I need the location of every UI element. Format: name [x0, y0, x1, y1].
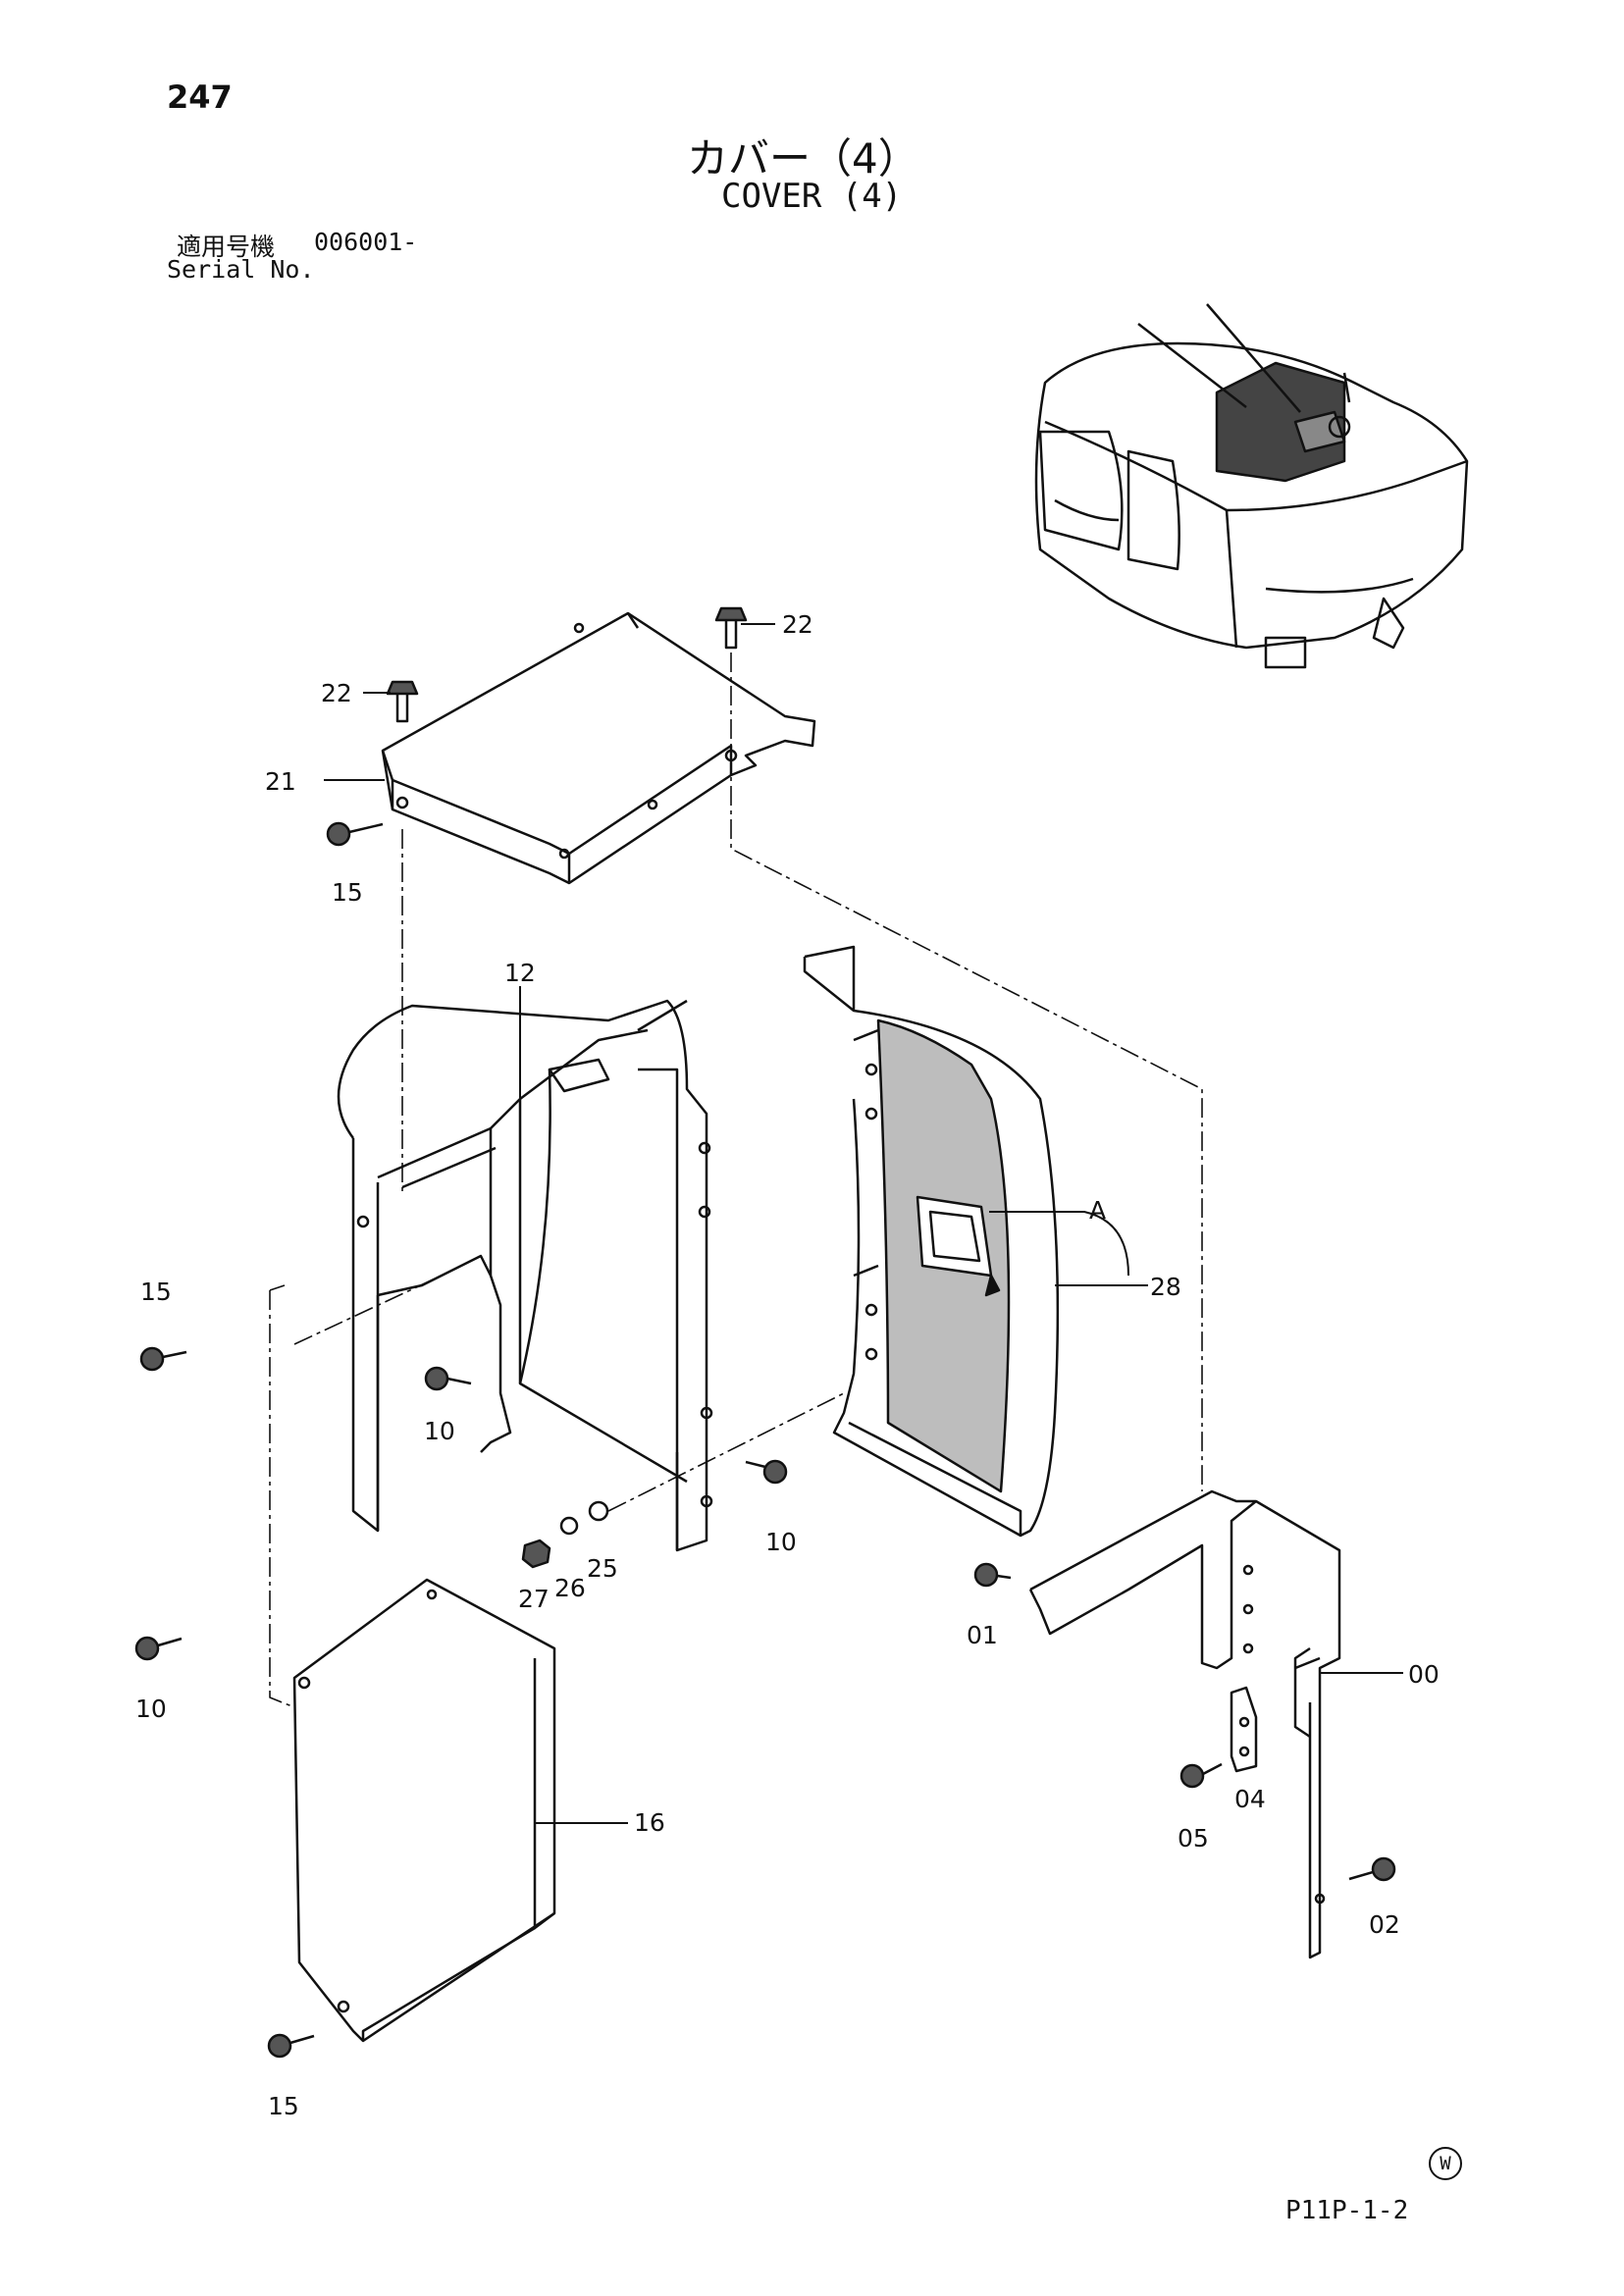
bolt-15-bottom — [267, 2033, 315, 2059]
callout-02: 02 — [1369, 1910, 1400, 1939]
part-28-side-cover — [803, 945, 1060, 1538]
callout-01: 01 — [967, 1621, 998, 1649]
bolt-15-left — [139, 1346, 187, 1372]
callout-16: 16 — [634, 1808, 665, 1837]
bolt-10-frame — [424, 1366, 472, 1391]
callout-15-bottom: 15 — [268, 2092, 299, 2120]
title-english: COVER (4) — [721, 177, 903, 216]
callout-27: 27 — [518, 1585, 550, 1613]
bolt-10-right — [745, 1459, 788, 1485]
callout-15-upper: 15 — [332, 878, 363, 907]
part-21-top-cover-plate — [381, 611, 816, 885]
part-00-bracket — [1028, 1489, 1341, 1959]
serial-number-value: 006001- — [314, 228, 418, 256]
title-japanese: カバー（4） — [687, 134, 919, 183]
callout-04: 04 — [1234, 1785, 1266, 1813]
page-number: 247 — [167, 78, 233, 116]
washer-26 — [559, 1516, 579, 1536]
callout-10-frame: 10 — [424, 1417, 455, 1445]
part-04-clip — [1230, 1686, 1258, 1773]
callout-12: 12 — [504, 959, 536, 987]
callout-26: 26 — [554, 1574, 586, 1602]
bolt-22-upper — [714, 606, 748, 650]
callout-05: 05 — [1178, 1824, 1209, 1852]
machine-overview-inset — [1034, 303, 1469, 669]
leader-lines — [324, 623, 1403, 1824]
callout-25: 25 — [587, 1554, 618, 1583]
bolt-02 — [1348, 1856, 1396, 1882]
callout-10-lower: 10 — [135, 1695, 167, 1723]
callout-28: 28 — [1150, 1273, 1181, 1301]
serial-label-japanese: 適用号機 — [177, 233, 276, 261]
callout-22-upper: 22 — [782, 610, 813, 639]
bolt-10-lower — [134, 1636, 183, 1661]
part-16-lower-panel — [292, 1578, 556, 2043]
part-12-frame — [337, 999, 713, 1552]
assembly-lines — [269, 652, 1203, 1708]
callout-10-right: 10 — [765, 1528, 797, 1556]
w-mark: W — [1429, 2147, 1462, 2180]
callout-a: A — [1089, 1196, 1106, 1225]
drawing-code: P11P-1-2 — [1285, 2196, 1409, 2225]
callout-22-left: 22 — [321, 679, 352, 707]
callout-15-left: 15 — [140, 1278, 172, 1306]
bolt-22-left — [386, 680, 419, 723]
callout-21: 21 — [265, 767, 296, 796]
bolt-05 — [1179, 1762, 1223, 1789]
bolt-15-upper — [326, 821, 384, 847]
washer-25 — [588, 1500, 609, 1522]
serial-label-english: Serial No. — [167, 255, 315, 284]
nut-27 — [521, 1539, 551, 1569]
bolt-01 — [973, 1562, 1012, 1588]
callout-00: 00 — [1408, 1660, 1440, 1689]
